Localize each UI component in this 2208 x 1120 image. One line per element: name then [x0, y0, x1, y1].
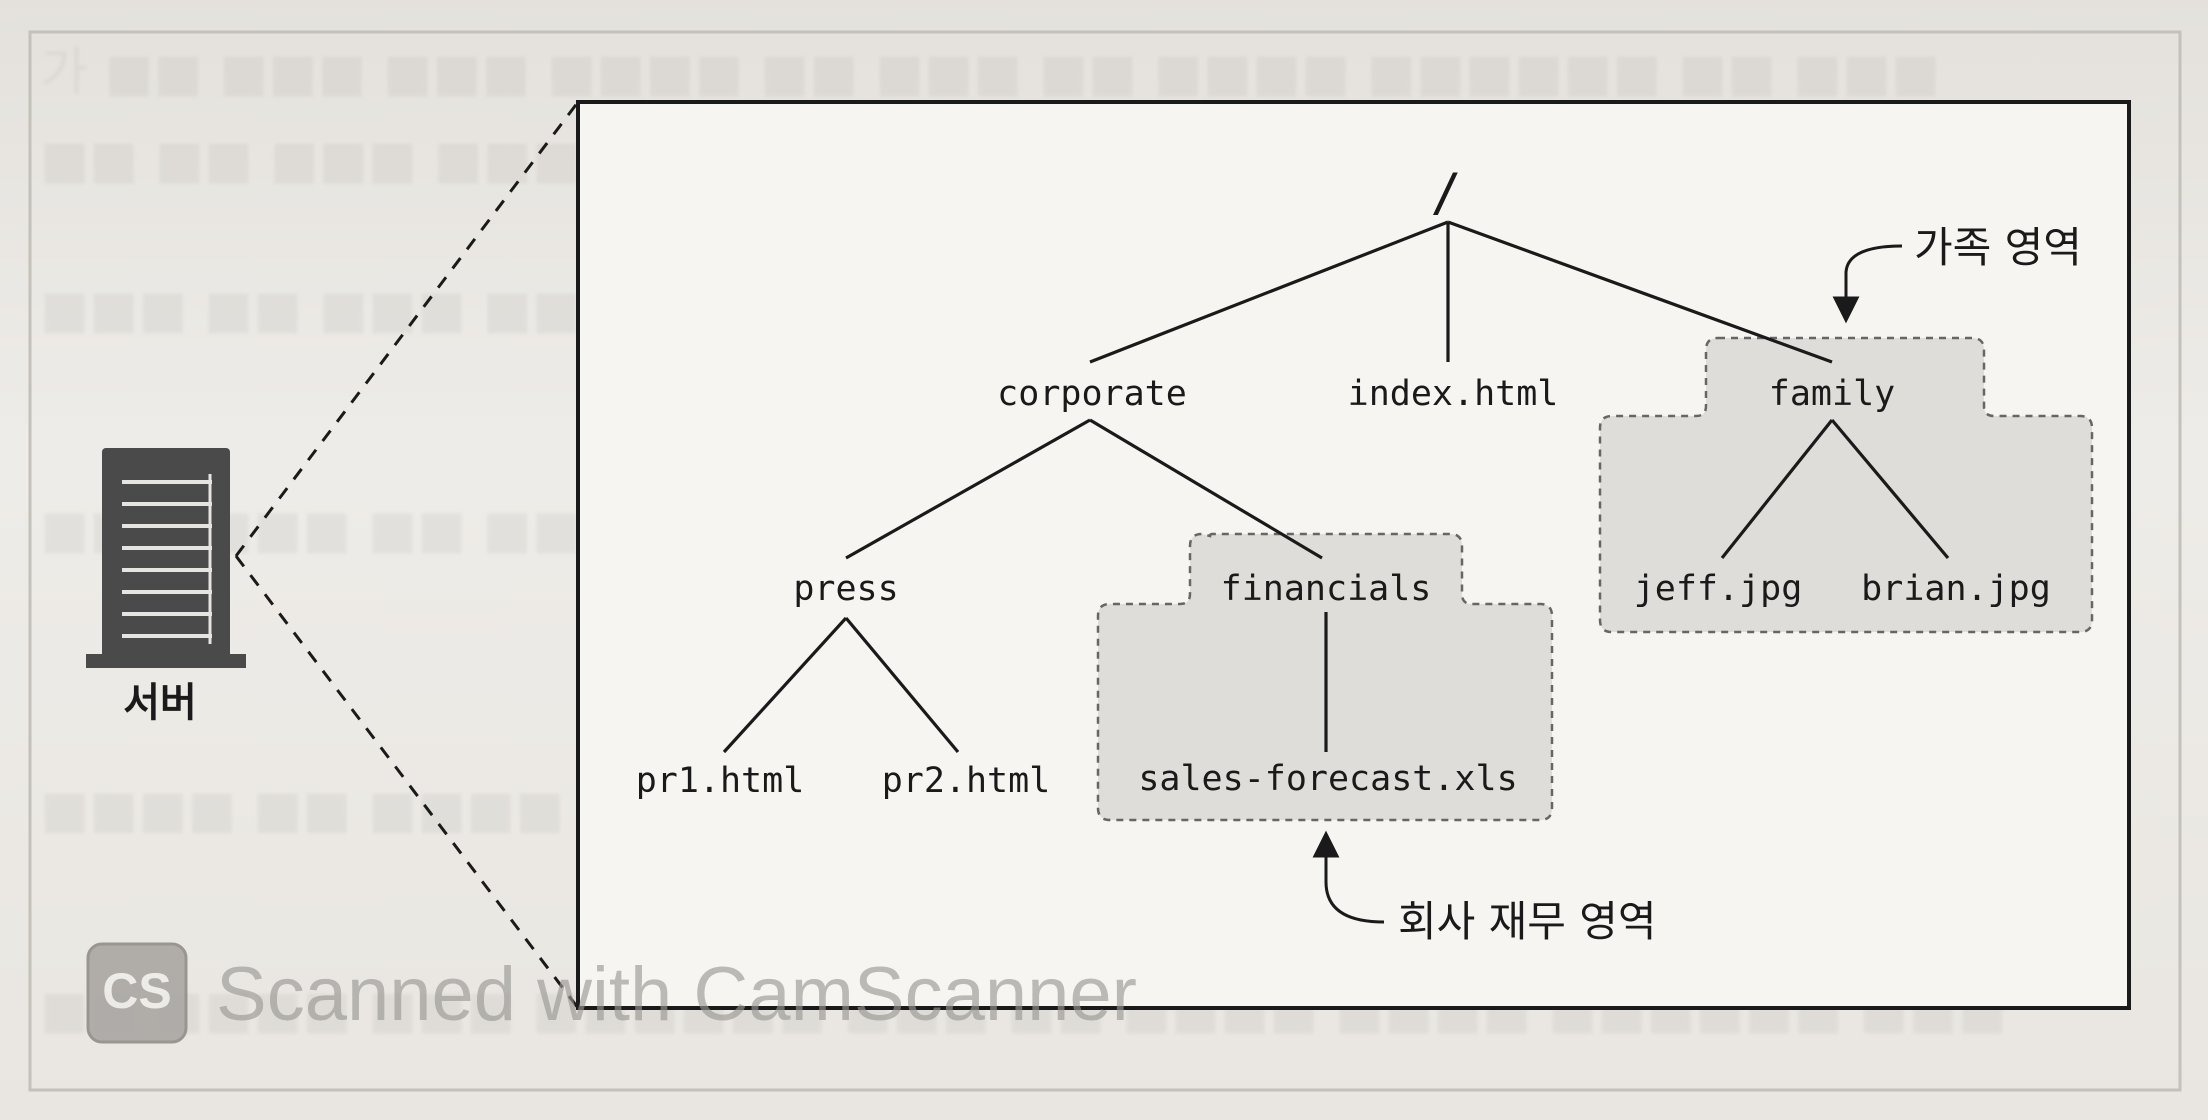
node-financials: financials: [1221, 569, 1432, 609]
edge-root-family: [1447, 220, 1833, 364]
page-frame: [28, 30, 2182, 1092]
node-pr1-html: pr1.html: [636, 761, 805, 801]
node-jeff-jpg: jeff.jpg: [1634, 569, 1803, 609]
tree-edges: [722, 220, 1950, 754]
bleed-through-text: 가 ■■ ■■■ ■■■ ■■■■ ■■ ■■■ ■■ ■■■■ ■■■■■■ …: [40, 43, 1941, 103]
node-press: press: [793, 569, 898, 609]
edge-family-brian: [1830, 418, 1950, 560]
financial-area-label: 회사 재무 영역: [1398, 897, 1657, 946]
edge-family-jeff: [1720, 419, 1834, 559]
camscanner-logo-text: CS: [102, 963, 171, 1019]
family-callout-arrow: [1832, 244, 1903, 324]
edge-corporate-financials: [1089, 418, 1323, 560]
zoom-line-bottom: [234, 555, 580, 1009]
edge-press-pr2: [844, 616, 960, 754]
server-label: 서버: [123, 680, 197, 726]
node-root: /: [1430, 163, 1461, 223]
edge-press-pr1: [722, 616, 848, 754]
node-index-html: index.html: [1348, 374, 1559, 414]
camscanner-watermark: CS Scanned with CamScanner: [86, 942, 1137, 1044]
zoom-line-top: [234, 101, 580, 557]
server-icon: [86, 448, 246, 668]
edge-corporate-press: [845, 418, 1091, 560]
node-corporate: corporate: [997, 374, 1187, 414]
node-sales-forecast-xls: sales-forecast.xls: [1138, 759, 1517, 799]
financial-callout-arrow: [1312, 830, 1385, 924]
camscanner-watermark-text: Scanned with CamScanner: [216, 952, 1137, 1037]
edge-root-corporate: [1089, 220, 1449, 364]
node-pr2-html: pr2.html: [882, 761, 1051, 801]
camscanner-logo: [86, 942, 188, 1044]
family-area-label: 가족 영역: [1914, 223, 2082, 272]
node-family: family: [1769, 374, 1895, 414]
node-brian-jpg: brian.jpg: [1861, 569, 2051, 609]
